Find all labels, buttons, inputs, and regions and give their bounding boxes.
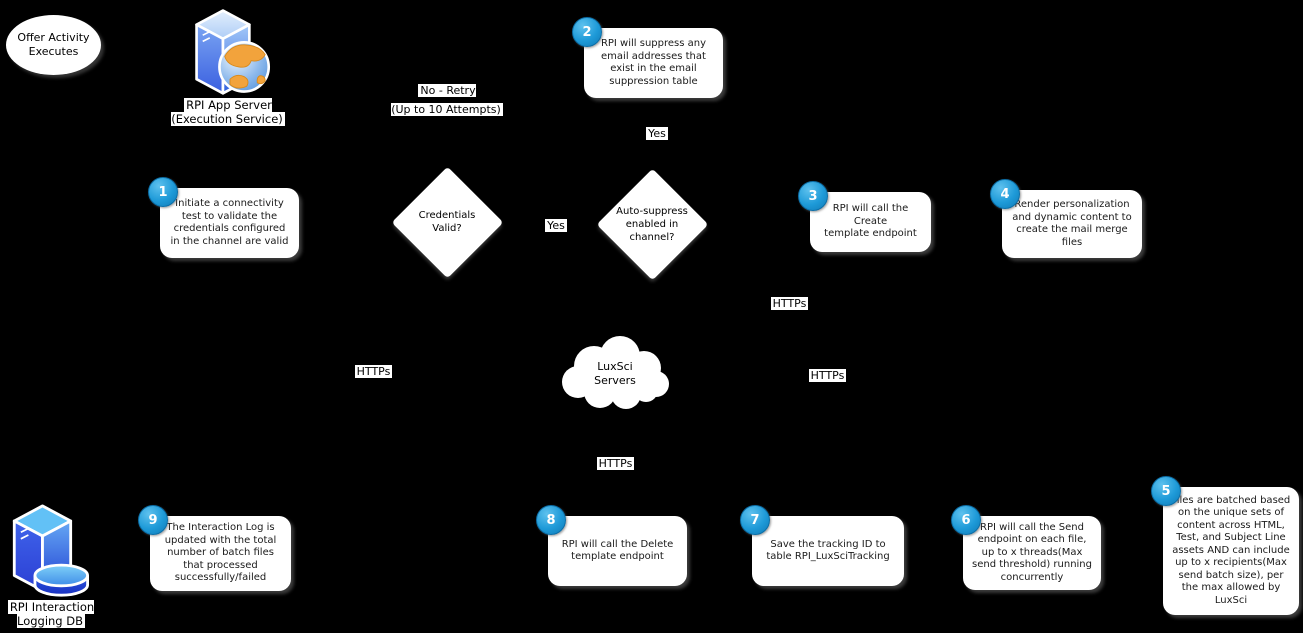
edge-label-yes-credentials: Yes (545, 219, 567, 232)
step-box-7: 7 Save the tracking ID to table RPI_LuxS… (740, 505, 904, 586)
decision-autosuppress-label: Auto-suppress enabled in channel? (616, 205, 688, 243)
step-text-2: RPI will suppress any email addresses th… (600, 38, 707, 87)
logging-db-icon (3, 502, 97, 601)
step-text-9: The Interaction Log is updated with the … (164, 522, 277, 584)
edge-label-https-left: HTTPs (354, 365, 393, 378)
luxsci-servers-cloud: LuxSci Servers (558, 332, 672, 416)
app-server-label: RPI App Server (Execution Service) (171, 98, 285, 126)
step-text-3: RPI will call the Create template endpoi… (824, 203, 917, 240)
decision-autosuppress-enabled: Auto-suppress enabled in channel? (596, 166, 708, 282)
edge-label-https-lower-right: HTTPs (808, 369, 847, 382)
step-box-4: 4 Render personalization and dynamic con… (990, 179, 1142, 258)
step-box-8: 8 RPI will call the Delete template endp… (536, 505, 687, 586)
step-number-badge-6: 6 (951, 505, 981, 535)
decision-credentials-label: Credentials Valid? (418, 210, 476, 234)
step-text-5: Files are batched based on the unique se… (1171, 494, 1291, 606)
edge-label-no-retry: No - Retry (Up to 10 Attempts) (391, 84, 503, 116)
start-node-offer-activity: Offer Activity Executes (6, 15, 101, 75)
step-text-8: RPI will call the Delete template endpoi… (561, 538, 674, 563)
step-number-badge-4: 4 (990, 179, 1020, 209)
step-box-9: 9 The Interaction Log is updated with th… (138, 505, 291, 591)
decision-credentials-valid: Credentials Valid? (391, 166, 503, 278)
step-box-5: 5 Files are batched based on the unique … (1151, 476, 1299, 615)
step-number-badge-3: 3 (798, 181, 828, 211)
step-box-3: 3 RPI will call the Create template endp… (798, 181, 931, 252)
step-box-2: 2 RPI will suppress any email addresses … (572, 17, 723, 98)
step-number-badge-2: 2 (572, 17, 602, 47)
step-number-badge-5: 5 (1151, 476, 1181, 506)
step-text-6: RPI will call the Send endpoint on each … (972, 521, 1092, 583)
server-database-icon (12, 504, 90, 597)
step-number-badge-1: 1 (148, 177, 178, 207)
step-box-6: 6 RPI will call the Send endpoint on eac… (951, 505, 1101, 590)
step-number-badge-9: 9 (138, 505, 168, 535)
edge-label-https-bottom: HTTPs (596, 457, 635, 470)
start-node-label: Offer Activity Executes (17, 31, 90, 58)
server-globe-icon (195, 9, 271, 95)
step-text-7: Save the tracking ID to table RPI_LuxSci… (766, 538, 890, 563)
step-text-1: Initiate a connectivity test to validate… (170, 198, 289, 247)
logging-db-label: RPI Interaction Logging DB (7, 600, 95, 628)
edge-label-https-upper-right: HTTPs (770, 297, 809, 310)
step-number-badge-8: 8 (536, 505, 566, 535)
app-server-icon (186, 5, 274, 98)
cloud-icon (562, 336, 669, 409)
step-text-4: Render personalization and dynamic conte… (1012, 199, 1132, 248)
step-box-1: 1 Initiate a connectivity test to valida… (148, 177, 299, 258)
edge-label-yes-autosuppress: Yes (646, 127, 668, 140)
cloud-label: LuxSci Servers (594, 360, 636, 387)
step-number-badge-7: 7 (740, 505, 770, 535)
